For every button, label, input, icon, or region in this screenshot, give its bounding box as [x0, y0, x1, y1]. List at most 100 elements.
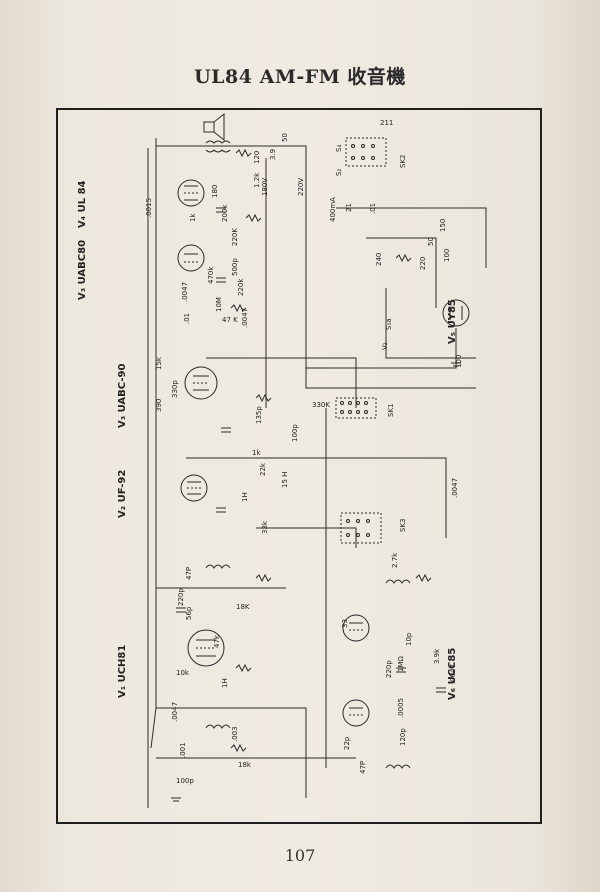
upper-bus — [156, 145, 307, 178]
label-sk2: SK2 — [399, 154, 407, 169]
label-c100p2: 100p — [176, 777, 194, 785]
label-c100: 100 — [455, 354, 463, 368]
label-c220p2: 220p — [385, 660, 393, 678]
label-r240: 240 — [375, 252, 383, 266]
label-c100p: 100p — [291, 424, 299, 442]
label-c01b: .01 — [369, 202, 377, 214]
label-r50: 50 — [427, 237, 435, 246]
label-v180: 180V — [261, 177, 269, 196]
label-r220k2: 220k — [237, 278, 245, 296]
tube-label-v4: V₄ UL 84 — [77, 180, 88, 229]
label-r220k: 220K — [231, 228, 239, 246]
tube-v6a — [342, 614, 370, 642]
page-title: UL84 AM-FM 收音機 — [194, 66, 406, 88]
label-r47k: 47 K — [222, 316, 238, 324]
label-c0047c: .0047 — [451, 477, 459, 498]
tube-v6b — [342, 699, 370, 727]
label-sk3: SK3 — [399, 518, 407, 533]
label-r330k: 330K — [312, 401, 330, 409]
sk1-bus — [206, 357, 357, 408]
label-r39k: 3.9k — [433, 648, 441, 664]
label-r180: 180 — [211, 184, 219, 198]
label-r120: 120 — [253, 150, 261, 164]
label-r1m: 1MΩ — [397, 656, 405, 672]
label-r12k: 1.2k — [253, 172, 261, 188]
label-c003: .003 — [231, 726, 239, 742]
hv-line-220 — [305, 146, 476, 389]
label-c120p: 120p — [399, 728, 407, 746]
label-r15k: 15k — [155, 357, 163, 370]
label-r18k2: 18k — [238, 761, 251, 769]
tube-label-v3: V₃ UABC80 — [77, 239, 88, 300]
switch-sk1 — [335, 397, 377, 419]
tube-v2 — [180, 474, 208, 502]
label-c001: .001 — [179, 742, 187, 758]
label-v220: 220V — [297, 177, 305, 196]
tube-label-v2: V₂ UF-92 — [117, 469, 128, 518]
label-r200k: 200k — [221, 204, 229, 222]
label-r21: 21 — [345, 203, 353, 212]
label-c10p: 10p — [405, 632, 413, 646]
label-r390: 390 — [155, 398, 163, 412]
mid-bus — [186, 457, 447, 538]
schematic-diagram — [147, 112, 487, 808]
tube-v3b — [184, 366, 218, 400]
schematic-frame — [56, 108, 542, 824]
label-r500p: 500p — [231, 258, 239, 276]
label-s4: S₄ — [335, 144, 343, 152]
label-r10m: 10M — [215, 297, 223, 312]
tube-v3 — [177, 244, 205, 272]
speaker-icon — [203, 121, 215, 133]
label-r39: 3.9 — [269, 148, 277, 160]
label-r100: 100 — [443, 248, 451, 262]
b-plus-bus — [150, 138, 157, 749]
label-r27k: 2.7k — [391, 552, 399, 568]
label-c0047e: .0047 — [449, 663, 457, 684]
tube-v5 — [442, 299, 470, 327]
label-c0015: .0015 — [145, 197, 153, 218]
tube-v4 — [177, 179, 205, 207]
label-v3s: V₃ — [381, 342, 389, 350]
label-s1a: S₁a — [385, 318, 393, 330]
label-r1k: 1k — [189, 213, 197, 222]
label-sk1: SK1 — [387, 403, 395, 418]
label-r470k: 470k — [207, 266, 215, 284]
label-c0047b: .0047 — [241, 307, 249, 328]
tube-label-v1: V₁ UCH81 — [117, 644, 128, 698]
lower-bus — [156, 707, 307, 798]
tube-label-v3b: V₃ UABC-90 — [117, 363, 128, 428]
label-c135p: 135p — [255, 406, 263, 424]
label-c400ma: 400mA — [329, 197, 337, 222]
label-c0005: .0005 — [397, 697, 405, 718]
label-r10k: 10k — [176, 669, 189, 677]
label-r150: 150 — [439, 218, 447, 232]
label-c330p: 330p — [171, 380, 179, 398]
tube-v1 — [187, 629, 225, 667]
label-c33: 33 — [341, 619, 349, 628]
label-c0047d: .0047 — [171, 701, 179, 722]
switch-sk2 — [345, 137, 387, 167]
label-c47p: 47P — [185, 566, 193, 580]
label-r33k: 33k — [261, 521, 269, 534]
label-c22p: 22p — [343, 736, 351, 750]
label-c01: .01 — [183, 312, 191, 324]
label-r1h: 1H — [241, 492, 249, 502]
sk3-lines — [256, 527, 357, 548]
ground-symbol — [171, 797, 181, 802]
label-r211: 211 — [380, 119, 394, 127]
label-c0047a: .0047 — [181, 281, 189, 302]
label-r220: 220 — [419, 256, 427, 270]
label-s2: S₂ — [335, 168, 343, 176]
page-number: 107 — [284, 846, 316, 865]
label-c50: 50 — [281, 133, 289, 142]
output-transformer — [205, 140, 231, 144]
label-c56p: 56p — [185, 606, 193, 620]
switch-sk3 — [340, 512, 382, 544]
label-r47k2: 47k — [213, 635, 221, 648]
label-c220p: 220p — [177, 588, 185, 606]
label-r1k2: 1k — [252, 449, 261, 457]
label-r1h2: 1H — [221, 678, 229, 688]
tube-label-v5: V₅ UY85 — [447, 299, 458, 344]
label-r15h: 15 H — [281, 471, 289, 488]
